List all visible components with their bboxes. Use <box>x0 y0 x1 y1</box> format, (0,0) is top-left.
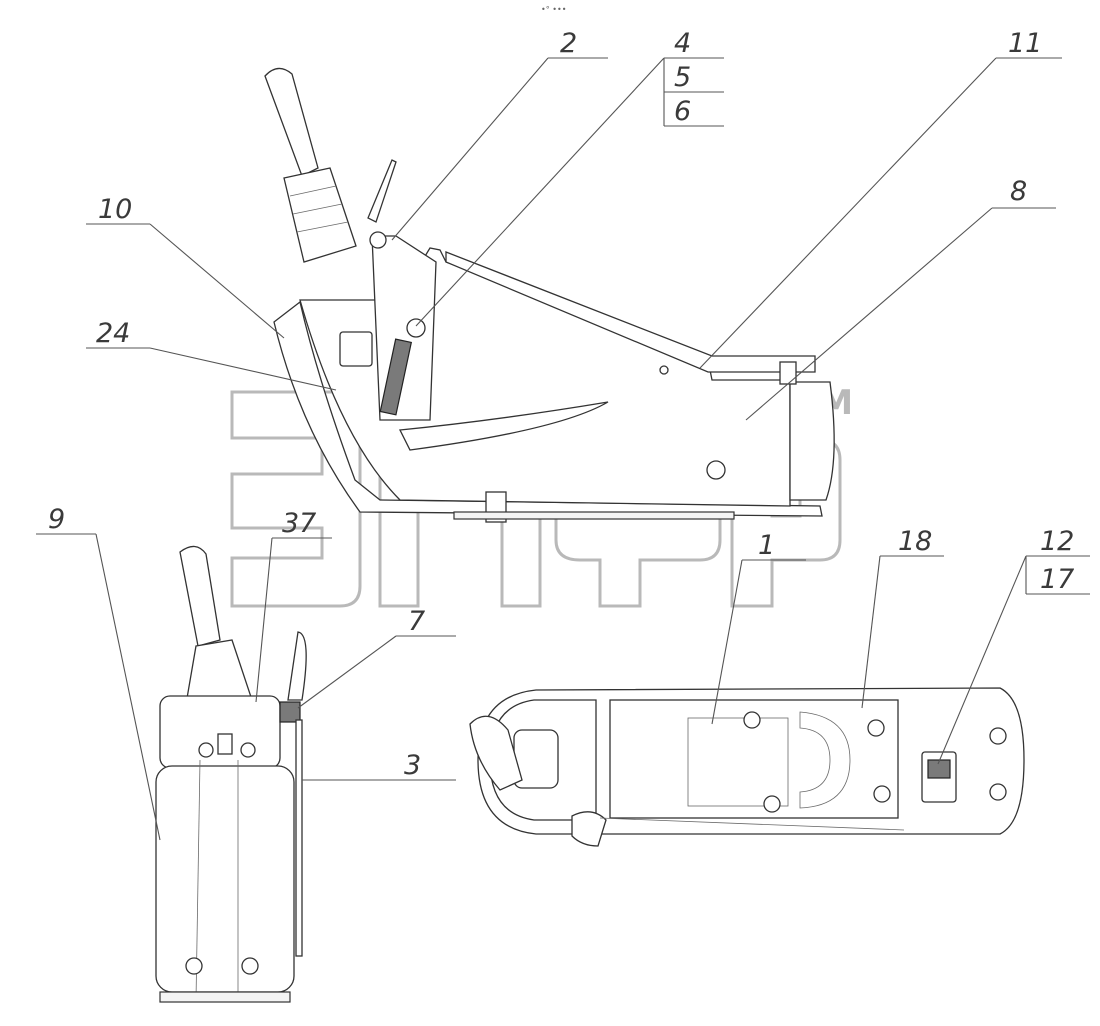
top-screw-d <box>873 785 891 803</box>
callout-1: 1 <box>758 530 775 561</box>
hinge-bracket <box>371 235 437 421</box>
top-screw-b <box>867 719 885 737</box>
front-box <box>789 381 835 501</box>
side-view <box>264 67 835 523</box>
top-lever <box>571 811 607 847</box>
gas-spring <box>379 338 413 416</box>
callout-11: 11 <box>1008 28 1042 59</box>
pivot-bolt <box>369 231 387 249</box>
base-curve <box>273 300 823 517</box>
top-switch-face <box>927 759 951 779</box>
callout-6: 6 <box>674 96 691 127</box>
callout-24: 24 <box>96 318 130 349</box>
callout-4: 4 <box>674 28 691 59</box>
front-body <box>155 765 295 993</box>
front-screw-left <box>198 742 214 758</box>
spring-bolt <box>406 318 426 338</box>
front-top-housing <box>159 695 281 769</box>
callout-12: 12 <box>1040 526 1074 557</box>
front-center-tab <box>217 733 233 755</box>
callout-17: 17 <box>1040 564 1074 595</box>
joystick-handle <box>264 67 319 177</box>
callout-37: 37 <box>282 508 316 539</box>
front-base-rail <box>159 991 291 1003</box>
front-joystick-boot <box>185 639 253 705</box>
front-view <box>155 545 307 1003</box>
callout-7: 7 <box>408 606 425 637</box>
callout-9: 9 <box>48 504 65 535</box>
clip-8 <box>779 361 797 385</box>
top-screw-a <box>743 711 761 729</box>
front-screw-bottom-right <box>241 957 259 975</box>
release-lever <box>367 159 397 223</box>
top-joystick-grip <box>469 715 523 791</box>
joystick-boot <box>283 167 357 263</box>
sweep-rail <box>398 401 609 451</box>
top-view <box>469 687 1025 847</box>
front-lever <box>287 631 307 701</box>
front-screw-right <box>240 742 256 758</box>
callout-3: 3 <box>404 750 421 781</box>
callout-5: 5 <box>674 62 691 93</box>
leader-lines <box>36 57 1090 841</box>
front-rod <box>295 719 303 957</box>
top-screw-f <box>989 783 1007 801</box>
mount-rail <box>453 511 735 520</box>
front-screw-bottom-left <box>185 957 203 975</box>
top-screw <box>659 365 669 375</box>
callout-18: 18 <box>898 526 932 557</box>
top-screw-e <box>989 727 1007 745</box>
callout-10: 10 <box>98 194 132 225</box>
header-mark: •° ••• <box>541 5 566 14</box>
top-screw-c <box>763 795 781 813</box>
callout-8: 8 <box>1010 176 1027 207</box>
callout-2: 2 <box>560 28 577 59</box>
front-lever-hub <box>279 701 301 723</box>
front-joystick-handle <box>179 545 221 647</box>
latch-block <box>339 331 373 367</box>
mount-screw <box>706 460 726 480</box>
callout-labels: 2 4 5 6 11 10 8 24 9 37 7 1 18 12 17 3 <box>48 28 1074 781</box>
